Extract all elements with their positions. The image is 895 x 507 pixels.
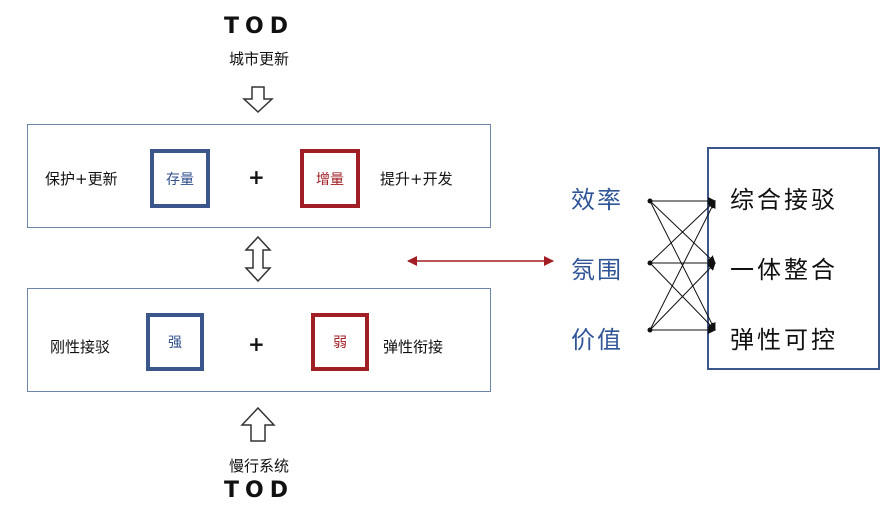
term-efficiency: 效率 xyxy=(571,186,623,214)
upper-plus: + xyxy=(248,165,265,189)
strong-box: 强 xyxy=(146,313,204,371)
cross-connectors xyxy=(649,197,716,334)
arrow-up-icon xyxy=(240,406,276,442)
lower-left-label: 刚性接驳 xyxy=(50,338,111,356)
arrow-down-icon xyxy=(242,86,274,114)
term-flexible-control: 弹性可控 xyxy=(730,326,838,354)
upper-right-label: 提升+开发 xyxy=(380,170,453,188)
arrow-double-vertical-icon xyxy=(244,235,272,283)
increment-box: 增量 xyxy=(300,149,360,208)
stock-box: 存量 xyxy=(150,149,210,208)
bottom-title: TOD xyxy=(224,478,294,503)
term-value: 价值 xyxy=(571,326,623,354)
stock-box-label: 存量 xyxy=(166,171,194,188)
term-comprehensive-connection: 综合接驳 xyxy=(730,186,838,214)
weak-box: 弱 xyxy=(311,313,369,371)
term-integrated: 一体整合 xyxy=(730,256,838,284)
strong-box-label: 强 xyxy=(168,335,182,351)
lower-right-label: 弹性衔接 xyxy=(383,338,444,356)
weak-box-label: 弱 xyxy=(333,335,347,351)
upper-panel xyxy=(27,124,491,228)
top-title: TOD xyxy=(224,14,294,39)
lower-panel xyxy=(27,288,491,392)
increment-box-label: 增量 xyxy=(316,171,344,188)
connector-dots xyxy=(647,198,653,333)
lower-plus: + xyxy=(248,332,265,356)
upper-left-label: 保护+更新 xyxy=(45,170,118,188)
term-atmosphere: 氛围 xyxy=(571,256,623,284)
bottom-subtitle: 慢行系统 xyxy=(228,457,289,475)
top-subtitle: 城市更新 xyxy=(228,50,289,68)
